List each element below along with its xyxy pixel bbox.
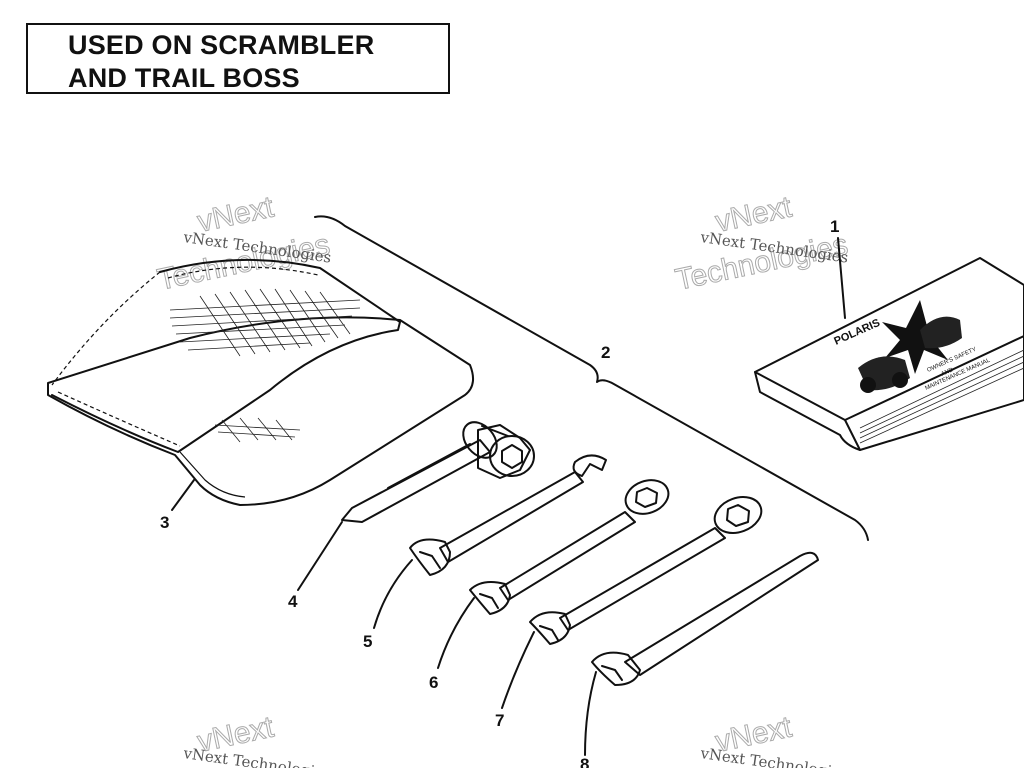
callout-7: 7: [495, 711, 504, 730]
open-end-wrench-8: [591, 551, 819, 686]
watermark-small: vNext Technologies: [698, 744, 849, 768]
callout-3: 3: [160, 513, 169, 532]
tool-kit-bracket: [314, 215, 869, 541]
combination-wrench-7: [529, 496, 763, 645]
star-logo: [882, 300, 950, 374]
title-line-1: USED ON SCRAMBLER: [68, 30, 375, 60]
callout-2: 2: [601, 343, 610, 362]
title-line-2: AND TRAIL BOSS: [68, 63, 300, 93]
callout-8: 8: [580, 755, 589, 768]
watermark-small: vNext Technologies: [181, 744, 332, 768]
watermark-group: vNext Technologies vNext Technologies vN…: [154, 190, 851, 768]
tool-pouch: [47, 258, 475, 506]
callouts: 1 2 3 4 5 6 7 8: [160, 217, 839, 768]
owners-manual: POLARIS OWNER'S SAFETY AND MAINTENANCE M…: [754, 257, 1024, 451]
leader-lines: [171, 237, 846, 756]
callout-5: 5: [363, 632, 372, 651]
callout-6: 6: [429, 673, 438, 692]
open-end-wrench-5: [409, 454, 607, 576]
callout-1: 1: [830, 217, 839, 236]
manual-brand: POLARIS: [832, 317, 882, 348]
manual-line-2: AND: [940, 367, 955, 378]
spark-plug-wrench: [341, 421, 535, 523]
callout-4: 4: [288, 592, 298, 611]
combination-wrench-6: [469, 479, 670, 615]
title-box: USED ON SCRAMBLER AND TRAIL BOSS: [26, 23, 450, 94]
